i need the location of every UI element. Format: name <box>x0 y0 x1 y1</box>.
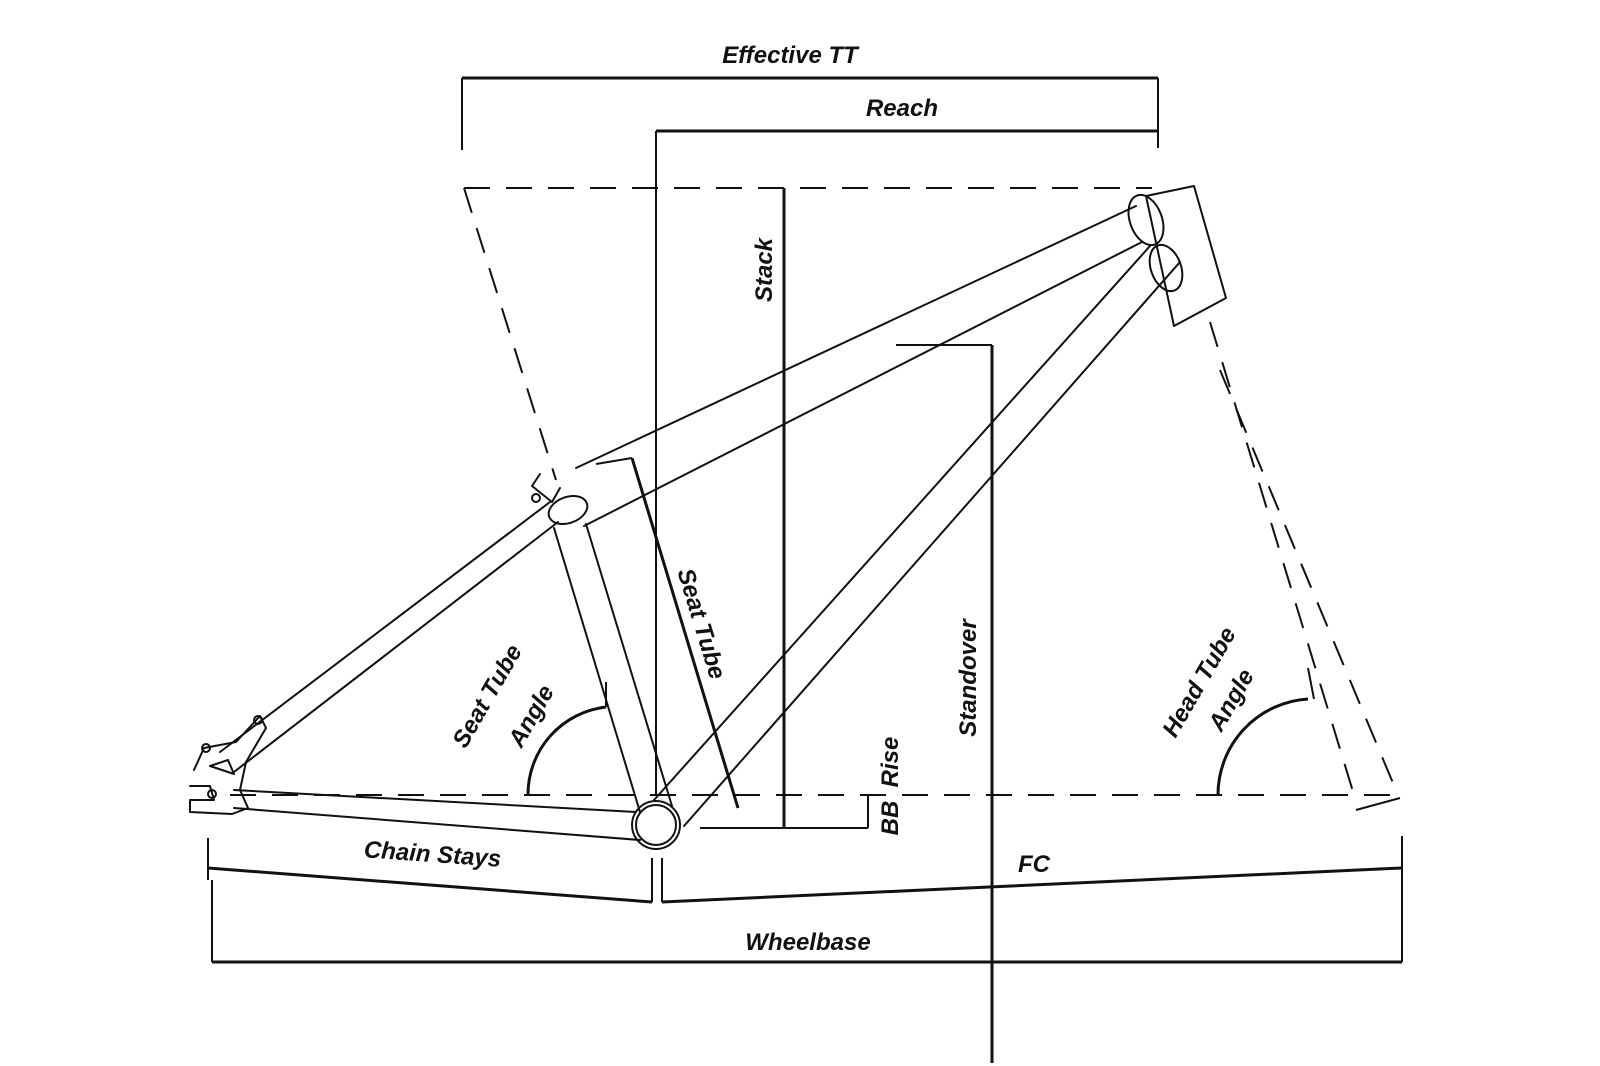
seat-tube-label: Seat Tube <box>672 565 731 682</box>
seat-tube-left <box>553 527 641 813</box>
bottom-bracket-inner <box>635 804 677 846</box>
brake-mount <box>531 473 561 503</box>
seat-tube-angle-label-line2: Angle <box>503 681 560 753</box>
wheelbase-dimension <box>211 880 1403 964</box>
chainstay-fc-dimension <box>207 836 1403 904</box>
seat-tube-right <box>585 523 673 807</box>
chain-stay-lower <box>233 807 641 841</box>
bb-label: BB <box>877 801 904 836</box>
head-tube-top-junction <box>1127 193 1165 247</box>
bike-frame <box>189 185 1227 850</box>
steerer-axis-right <box>1219 369 1399 796</box>
dropout-eyelet-3 <box>207 789 217 799</box>
wheelbase-label: Wheelbase <box>745 929 870 956</box>
fc-label: FC <box>1018 851 1051 878</box>
seat-tube-angle-arc <box>526 682 607 796</box>
chain-stay-upper <box>233 789 637 813</box>
seat-cluster <box>547 494 589 526</box>
reach-dimension <box>655 129 1158 795</box>
effective-tt-dimension <box>461 76 1159 150</box>
head-tube-angle-arc <box>1216 667 1315 796</box>
rise-label: Rise <box>877 737 904 788</box>
stack-label: Stack <box>751 236 778 302</box>
brake-mount-hole <box>531 493 541 503</box>
labels: Effective TT Reach Stack Seat Tube Seat … <box>363 42 1260 956</box>
head-tube <box>1145 185 1227 327</box>
seat-tube-dimension <box>595 457 740 809</box>
top-tube-upper <box>575 205 1137 469</box>
bb-rise-bracket <box>700 795 869 829</box>
chain-stays-label: Chain Stays <box>363 836 502 873</box>
seat-stay-upper <box>219 501 551 753</box>
reach-label: Reach <box>866 95 938 122</box>
steerer-foot <box>1355 797 1401 811</box>
seat-tube-extension <box>463 187 557 481</box>
top-tube-lower <box>583 241 1143 527</box>
effective-tt-label: Effective TT <box>722 42 860 69</box>
dropout-eyelet-1 <box>201 743 211 753</box>
dashed-reference-lines <box>230 187 1401 811</box>
dropout-plate <box>209 759 235 775</box>
dimension-lines <box>207 76 1403 1063</box>
standover-dimension <box>896 344 994 1063</box>
down-tube-upper <box>653 245 1151 801</box>
rear-dropout <box>189 715 267 815</box>
seat-stay-lower <box>233 521 559 773</box>
bottom-bracket-outer <box>631 800 681 850</box>
standover-label: Standover <box>955 618 982 737</box>
dropout-eyelet-2 <box>253 715 263 725</box>
down-tube-lower <box>683 261 1181 827</box>
